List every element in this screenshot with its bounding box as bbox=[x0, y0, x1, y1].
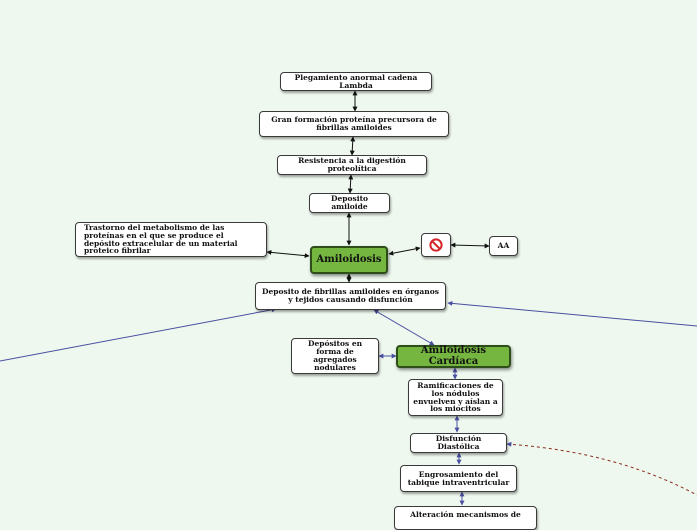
node-resistencia[interactable]: Resistencia a la digestión proteolítica bbox=[277, 155, 427, 175]
node-ramificaciones[interactable]: Ramificaciones de los nódulos envuelven … bbox=[408, 379, 503, 416]
connector-icon-aa bbox=[450, 242, 490, 249]
node-deposito-amiloide[interactable]: Deposito amiloide bbox=[309, 193, 390, 213]
node-amiloidosis[interactable]: Amiloidosis bbox=[310, 246, 388, 274]
node-prohibited[interactable] bbox=[421, 233, 451, 257]
node-amiloidosis-cardiaca[interactable]: Amiloidosis Cardíaca bbox=[396, 345, 511, 368]
connector-trastorno-amiloidosis bbox=[266, 249, 310, 259]
node-engrosamiento[interactable]: Engrosamiento del tabique intraventricul… bbox=[400, 465, 517, 492]
dashed-connector-disfuncion bbox=[506, 441, 697, 496]
connector-amiloidosis-icon bbox=[388, 246, 421, 256]
node-alteracion[interactable]: Alteración mecanismos de bbox=[394, 506, 537, 530]
node-depositos-forma[interactable]: Depósitos en forma de agregados nodulare… bbox=[291, 338, 379, 374]
connector-resistencia-deposito bbox=[347, 174, 354, 194]
node-trastorno[interactable]: Trastorno del metabolismo de las proteín… bbox=[75, 222, 267, 257]
connector-fibrillas-right-offscreen bbox=[447, 300, 697, 327]
connector-gran-resistencia bbox=[349, 136, 356, 156]
connector-fibrillas-cardiaca bbox=[373, 309, 435, 346]
node-disfuncion-diastolica[interactable]: Disfunción Diastólica bbox=[410, 433, 507, 453]
node-plegamiento[interactable]: Plegamiento anormal cadena Lambda bbox=[280, 72, 432, 91]
prohibited-icon bbox=[429, 238, 443, 252]
node-gran-formacion[interactable]: Gran formación proteína precursora de fi… bbox=[259, 111, 449, 137]
connector-fibrillas-left-offscreen bbox=[0, 307, 277, 362]
node-aa[interactable]: AA bbox=[489, 236, 518, 256]
node-deposito-fibrillas[interactable]: Deposito de fibrillas amiloides en órgan… bbox=[255, 282, 446, 310]
